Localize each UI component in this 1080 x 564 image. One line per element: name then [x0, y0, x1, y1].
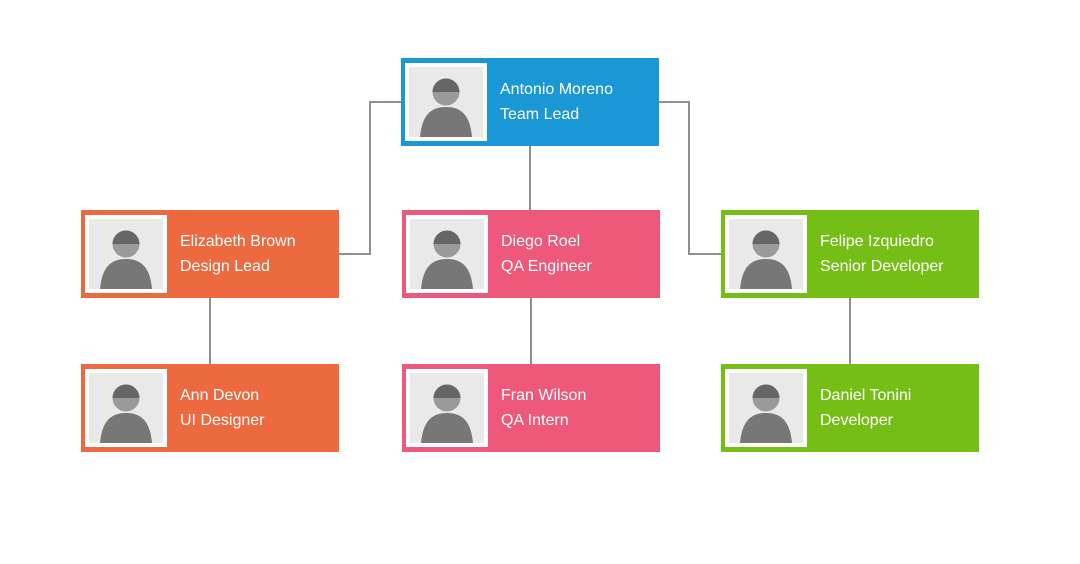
org-node-diego-roel[interactable]: Diego Roel QA Engineer	[402, 210, 660, 298]
member-name: Diego Roel	[501, 233, 581, 250]
org-node-fran-wilson[interactable]: Fran Wilson QA Intern	[402, 364, 660, 452]
person-avatar-icon	[729, 373, 803, 443]
portrait-photo	[725, 215, 807, 293]
person-avatar-icon	[89, 219, 163, 289]
member-name: Fran Wilson	[501, 387, 587, 404]
portrait-photo	[406, 215, 488, 293]
org-node-felipe-izquiedro[interactable]: Felipe Izquiedro Senior Developer	[721, 210, 979, 298]
connector-segment	[688, 253, 721, 255]
org-node-ann-devon[interactable]: Ann Devon UI Designer	[81, 364, 339, 452]
connector-segment	[529, 146, 531, 210]
person-avatar-icon	[409, 67, 483, 137]
connector-segment	[688, 101, 690, 255]
member-title: QA Intern	[501, 412, 569, 429]
connector-segment	[530, 298, 532, 364]
portrait-photo	[725, 369, 807, 447]
member-name: Antonio Moreno	[500, 81, 613, 98]
member-title: Team Lead	[500, 106, 580, 123]
person-avatar-icon	[89, 373, 163, 443]
member-title: QA Engineer	[501, 258, 592, 275]
person-avatar-icon	[729, 219, 803, 289]
connector-segment	[849, 298, 851, 364]
member-name: Elizabeth Brown	[180, 233, 296, 250]
org-node-daniel-tonini[interactable]: Daniel Tonini Developer	[721, 364, 979, 452]
portrait-photo	[85, 215, 167, 293]
person-avatar-icon	[410, 219, 484, 289]
portrait-photo	[85, 369, 167, 447]
portrait-photo	[406, 369, 488, 447]
org-node-antonio-moreno[interactable]: Antonio Moreno Team Lead	[401, 58, 659, 146]
member-title: Developer	[820, 412, 893, 429]
member-name: Daniel Tonini	[820, 387, 912, 404]
portrait-photo	[405, 63, 487, 141]
member-title: UI Designer	[180, 412, 265, 429]
connector-segment	[369, 101, 371, 255]
member-name: Ann Devon	[180, 387, 260, 404]
member-name: Felipe Izquiedro	[820, 233, 934, 250]
connector-segment	[339, 253, 371, 255]
org-node-elizabeth-brown[interactable]: Elizabeth Brown Design Lead	[81, 210, 339, 298]
person-avatar-icon	[410, 373, 484, 443]
connector-segment	[659, 101, 690, 103]
member-title: Design Lead	[180, 258, 270, 275]
connector-segment	[370, 101, 401, 103]
member-title: Senior Developer	[820, 258, 944, 275]
connector-segment	[209, 298, 211, 364]
